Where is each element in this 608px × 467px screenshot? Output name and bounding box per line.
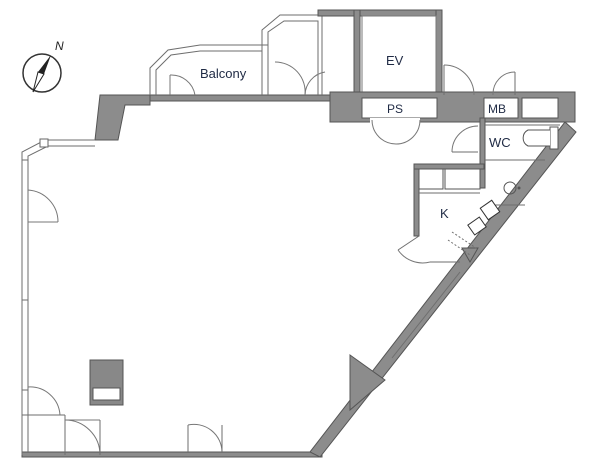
ps-label: PS [387, 102, 403, 116]
wall-top-left-block [94, 94, 151, 141]
wall-diagonal-block [349, 354, 386, 412]
bottom-door [187, 423, 223, 453]
mb-upper-doors [443, 64, 516, 96]
kitchen-cabinet-2 [444, 168, 481, 190]
wall-kitchen-wedge [461, 247, 479, 264]
left-upper-door [27, 189, 59, 223]
balcony-label: Balcony [200, 66, 247, 81]
mb-box [483, 97, 519, 119]
service-strip: PS MB [329, 91, 576, 145]
mb-label: MB [488, 102, 506, 116]
kitchen-cabinet-1 [418, 168, 444, 190]
kitchen-label: K [440, 206, 449, 221]
toilet-tank [549, 126, 559, 150]
north-label: N [55, 39, 64, 53]
window-corner-post [39, 138, 49, 148]
left-window-wall [21, 138, 95, 455]
stove-icon [479, 199, 501, 221]
north-arrow-icon [32, 55, 51, 93]
bottom-left-doors [22, 386, 101, 456]
wall-top [149, 94, 336, 102]
wc-room: WC [451, 117, 560, 189]
diagonal-window [391, 271, 461, 359]
corridor-upper [261, 14, 326, 96]
compass-ring [22, 53, 62, 93]
wc-label: WC [489, 135, 511, 150]
balcony: Balcony [149, 44, 269, 96]
elevator: EV [317, 9, 443, 99]
wall-bottom [21, 451, 323, 458]
kitchen: K [397, 163, 501, 264]
toilet-bowl-icon [522, 129, 550, 147]
sink-basin-icon [467, 216, 487, 236]
compass: N [22, 39, 64, 93]
wall-diagonal [309, 121, 577, 458]
sink-icon [503, 181, 517, 195]
closet-box [521, 97, 559, 119]
ev-label: EV [386, 53, 404, 68]
equipment-box [89, 359, 124, 406]
